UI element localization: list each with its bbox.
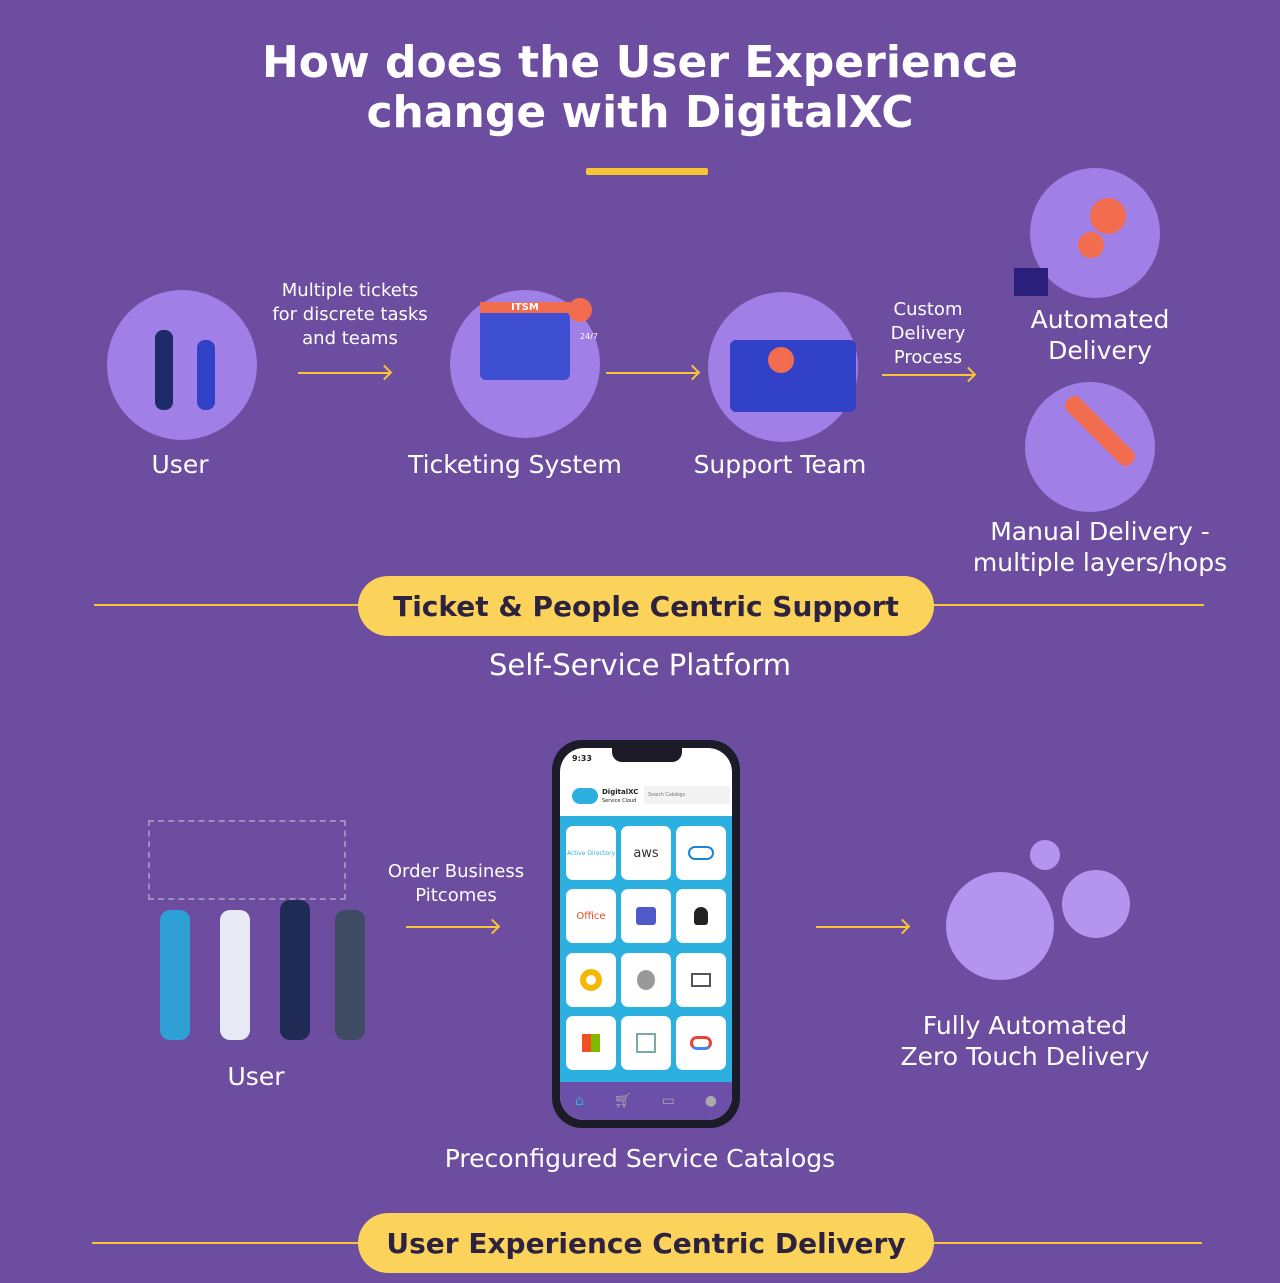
gear-icon xyxy=(1078,232,1104,258)
tile-azure[interactable] xyxy=(676,826,726,880)
tile-apple[interactable] xyxy=(621,952,671,1007)
section-pill-ticket: Ticket & People Centric Support xyxy=(358,576,934,636)
teams-icon xyxy=(636,907,656,926)
users-group-illustration xyxy=(150,890,380,1040)
section-pill-ux: User Experience Centric Delivery xyxy=(358,1213,934,1273)
tile-puzzle[interactable] xyxy=(621,1015,671,1070)
small-gear-icon xyxy=(1030,840,1060,870)
google-cloud-icon xyxy=(690,1035,712,1050)
support-illustration xyxy=(708,292,858,442)
manual-label: Manual Delivery -multiple layers/hops xyxy=(972,517,1228,577)
title-underline xyxy=(586,168,708,175)
tile-active-directory[interactable]: Active Directory xyxy=(566,826,616,880)
tile-linux[interactable] xyxy=(676,889,726,944)
arrow-right-icon xyxy=(298,372,390,374)
home-icon[interactable]: ⌂ xyxy=(574,1093,584,1109)
user-illustration xyxy=(107,290,257,440)
folder-icon[interactable]: ▭ xyxy=(661,1093,675,1109)
cart-icon[interactable]: 🛒︎ xyxy=(613,1093,632,1109)
wrench-icon xyxy=(1061,392,1139,470)
support-label: Support Team xyxy=(693,450,867,479)
apple-icon xyxy=(637,969,655,990)
puzzle-icon xyxy=(636,1032,656,1053)
gear-icon xyxy=(580,968,602,991)
tile-settings[interactable] xyxy=(566,952,616,1007)
cloud-logo-icon xyxy=(572,788,598,804)
gear-icon xyxy=(568,298,592,322)
ticketing-illustration: ITSM 24/7 xyxy=(450,290,600,438)
large-gear-icon xyxy=(946,872,1054,980)
gear-icon xyxy=(768,347,794,373)
medium-gear-icon xyxy=(1062,870,1130,938)
arrow-right-icon xyxy=(606,372,698,374)
code-panel-illustration xyxy=(148,820,346,900)
user-icon[interactable]: ● xyxy=(704,1093,718,1109)
linux-icon xyxy=(694,907,708,926)
ticketing-label: Ticketing System xyxy=(408,450,622,479)
tile-google-cloud[interactable] xyxy=(676,1015,726,1070)
self-service-title: Self-Service Platform xyxy=(488,648,792,682)
monitor-icon xyxy=(691,972,711,987)
search-input[interactable] xyxy=(644,786,730,804)
arrow-right-icon xyxy=(406,926,498,928)
page-title: How does the User Experience change with… xyxy=(261,37,1019,138)
tile-teams[interactable] xyxy=(621,889,671,944)
tile-aws[interactable]: aws xyxy=(621,826,671,880)
windows-icon xyxy=(582,1033,600,1052)
arrow-right-icon xyxy=(882,374,974,376)
cloud-icon xyxy=(688,846,714,860)
arrow-right-icon xyxy=(816,926,908,928)
tile-monitor[interactable] xyxy=(676,952,726,1007)
phone-nav: ⌂ 🛒︎ ▭ ● xyxy=(560,1082,732,1120)
automated-illustration xyxy=(1030,168,1160,298)
catalog-grid: Active Directory aws Office xyxy=(560,816,732,1082)
tile-windows[interactable] xyxy=(566,1015,616,1070)
gear-icon xyxy=(1090,198,1126,234)
manual-illustration xyxy=(1025,382,1155,512)
user-label-bottom: User xyxy=(227,1062,285,1091)
tile-office[interactable]: Office xyxy=(566,889,616,944)
user-label: User xyxy=(151,450,209,479)
catalog-label: Preconfigured Service Catalogs xyxy=(444,1144,836,1173)
